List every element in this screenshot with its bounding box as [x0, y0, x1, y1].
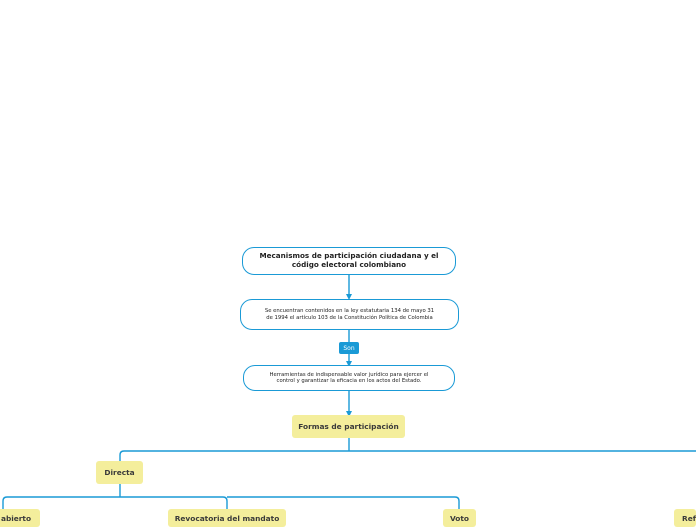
node-referendo[interactable]: Ref: [674, 509, 696, 527]
node-tools-text: Herramientas de indispensable valor jurí…: [269, 371, 429, 384]
node-root-text: Mecanismos de participación ciudadana y …: [259, 251, 439, 269]
node-legal-basis[interactable]: Se encuentran contenidos en la ley estat…: [240, 299, 459, 330]
node-forms[interactable]: Formas de participación: [292, 415, 405, 438]
node-root[interactable]: Mecanismos de participación ciudadana y …: [242, 247, 456, 275]
node-revocatoria[interactable]: Revocatoria del mandato: [168, 509, 286, 527]
branch-forms: [119, 438, 696, 461]
branch-direct: [2, 484, 460, 509]
node-tools[interactable]: Herramientas de indispensable valor jurí…: [243, 365, 455, 391]
node-legal-basis-text: Se encuentran contenidos en la ley estat…: [264, 308, 435, 321]
node-cabildo-abierto[interactable]: abierto: [0, 509, 40, 527]
node-voto[interactable]: Voto: [443, 509, 476, 527]
connector-label-son: Son: [339, 342, 359, 354]
node-direct[interactable]: Directa: [96, 461, 143, 484]
